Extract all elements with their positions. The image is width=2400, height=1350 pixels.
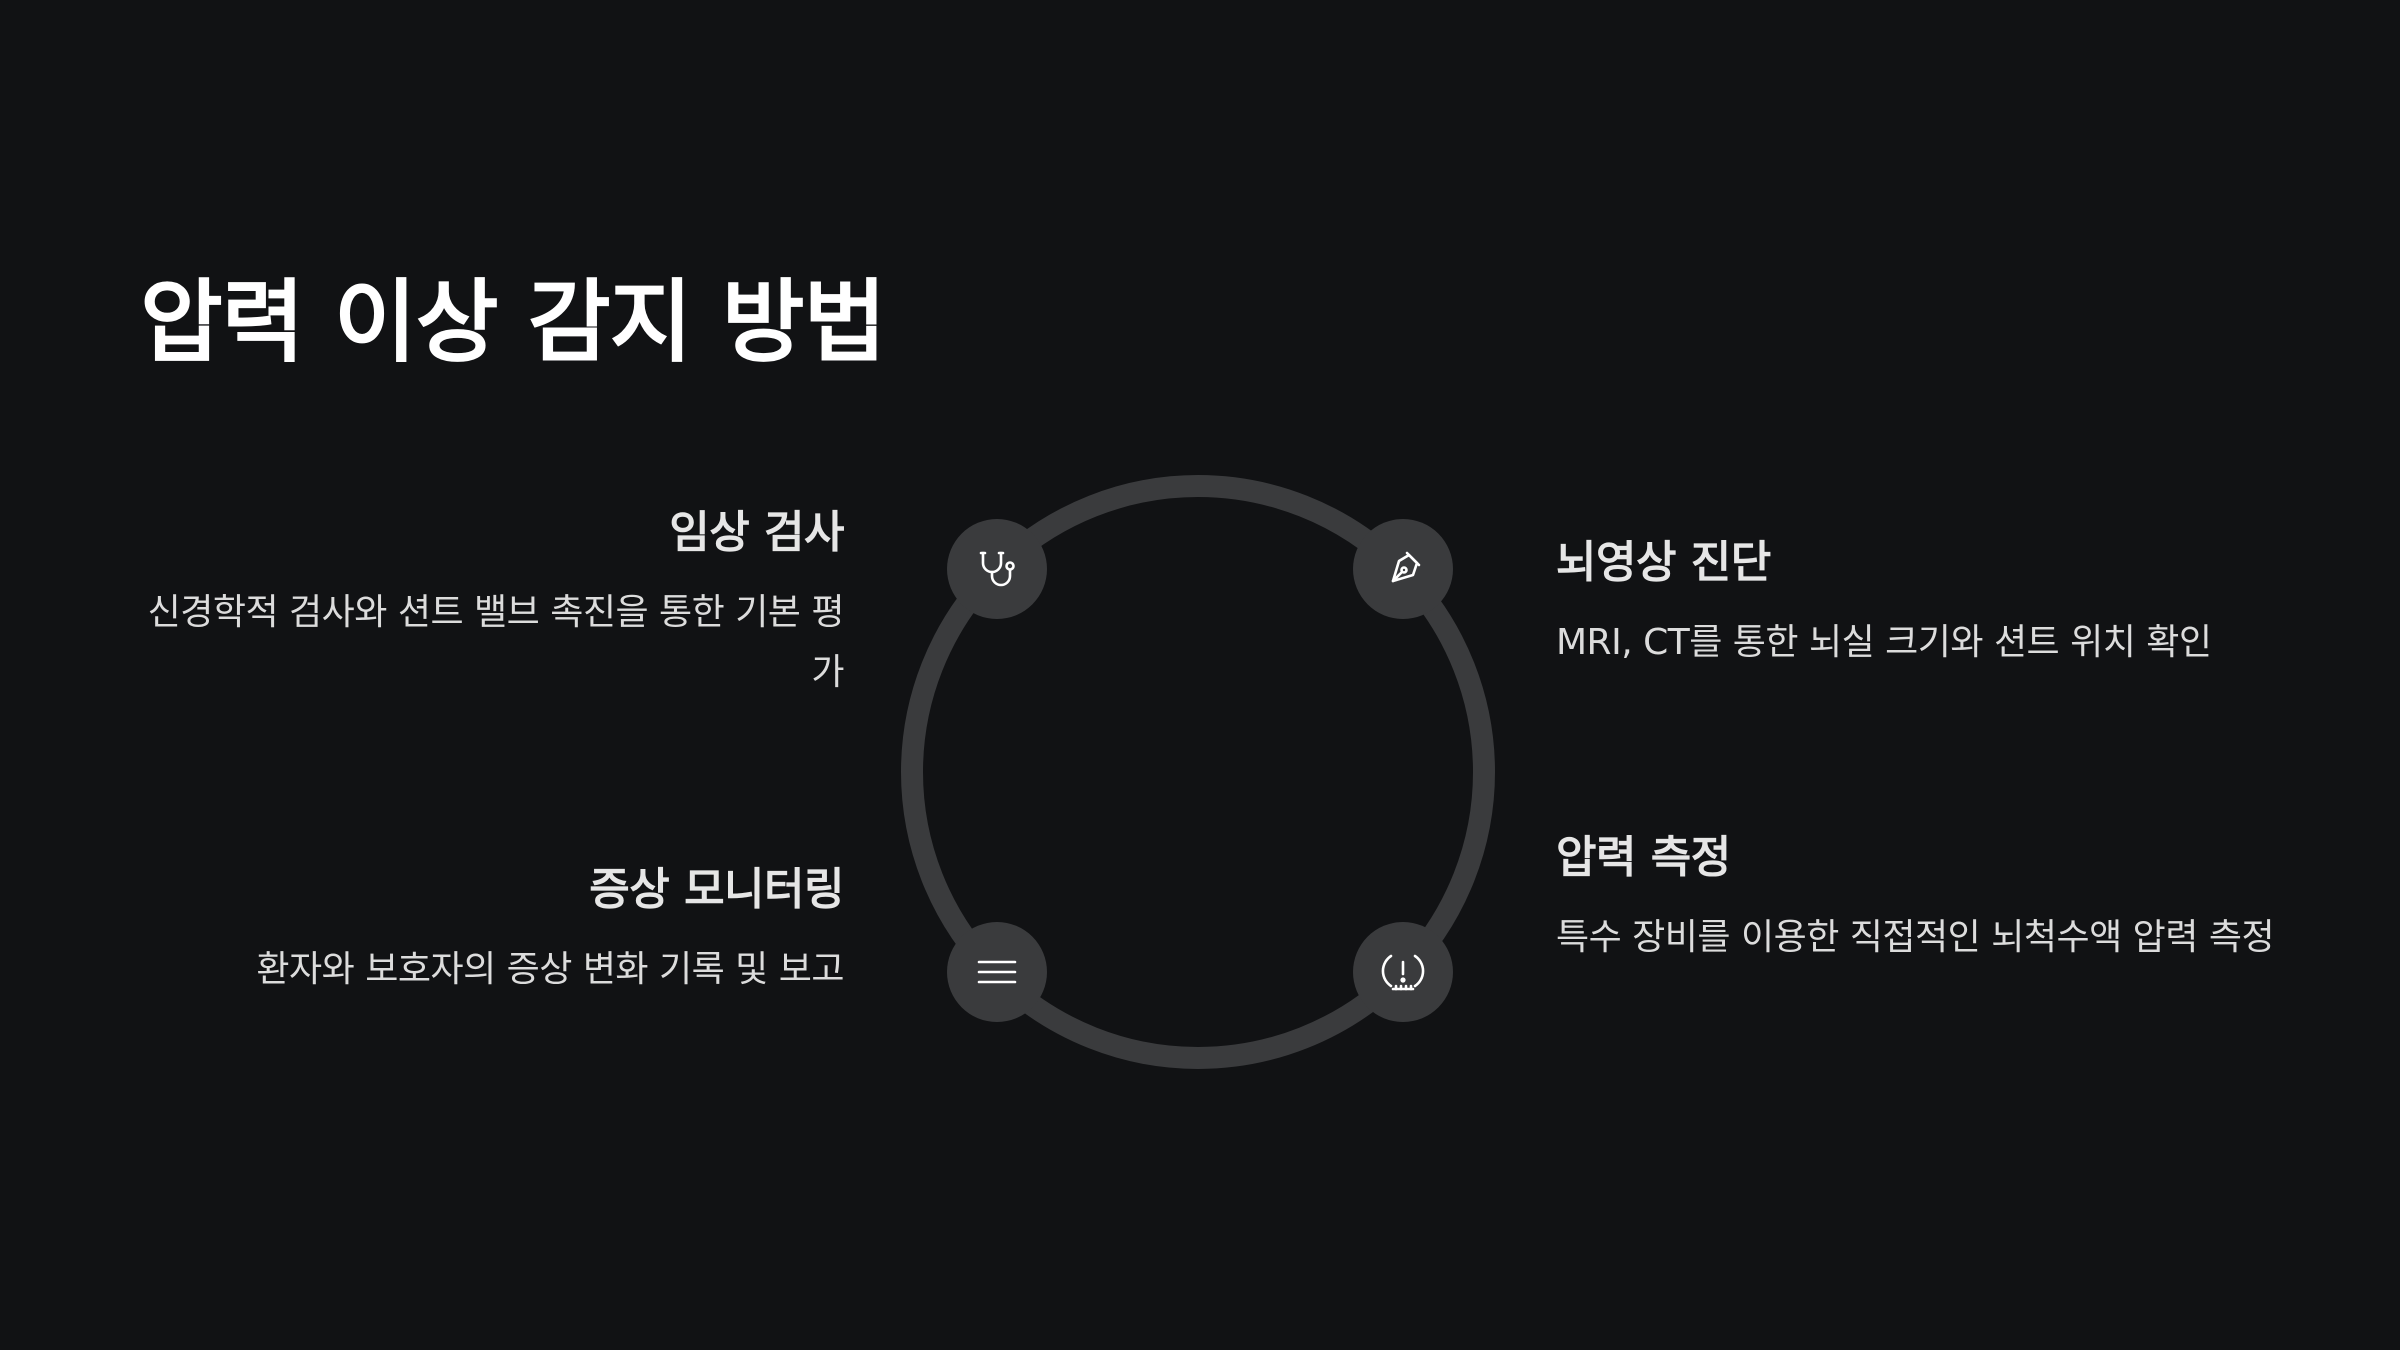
- list-icon: [977, 960, 1017, 984]
- item-heading: 증상 모니터링: [589, 864, 844, 915]
- item-heading: 뇌영상 진단: [1556, 537, 1771, 588]
- pen-nib-icon: [1391, 551, 1421, 583]
- item-symptom-monitoring: 증상 모니터링 환자와 보호자의 증상 변화 기록 및 보고: [140, 860, 844, 1000]
- item-body: 특수 장비를 이용한 직접적인 뇌척수액 압력 측정: [1556, 917, 2275, 958]
- item-heading: 압력 측정: [1556, 832, 1731, 883]
- node-clinical-exam: [947, 519, 1047, 619]
- node-pressure-measurement: [1353, 922, 1453, 1022]
- stethoscope-icon: [979, 551, 1015, 587]
- item-body: 신경학적 검사와 션트 밸브 촉진을 통한 기본 평가: [147, 592, 845, 693]
- pressure-warning-icon: [1381, 954, 1425, 991]
- item-brain-imaging: 뇌영상 진단 MRI, CT를 통한 뇌실 크기와 션트 위치 확인: [1556, 533, 2276, 673]
- item-body: 환자와 보호자의 증상 변화 기록 및 보고: [256, 949, 844, 990]
- item-pressure-measurement: 압력 측정 특수 장비를 이용한 직접적인 뇌척수액 압력 측정: [1556, 828, 2276, 968]
- node-brain-imaging: [1353, 519, 1453, 619]
- item-body: MRI, CT를 통한 뇌실 크기와 션트 위치 확인: [1556, 622, 2212, 663]
- slide-title: 압력 이상 감지 방법: [140, 270, 886, 375]
- item-heading: 임상 검사: [669, 507, 844, 558]
- node-symptom-monitoring: [947, 922, 1047, 1022]
- item-clinical-exam: 임상 검사 신경학적 검사와 션트 밸브 촉진을 통한 기본 평가: [140, 503, 845, 703]
